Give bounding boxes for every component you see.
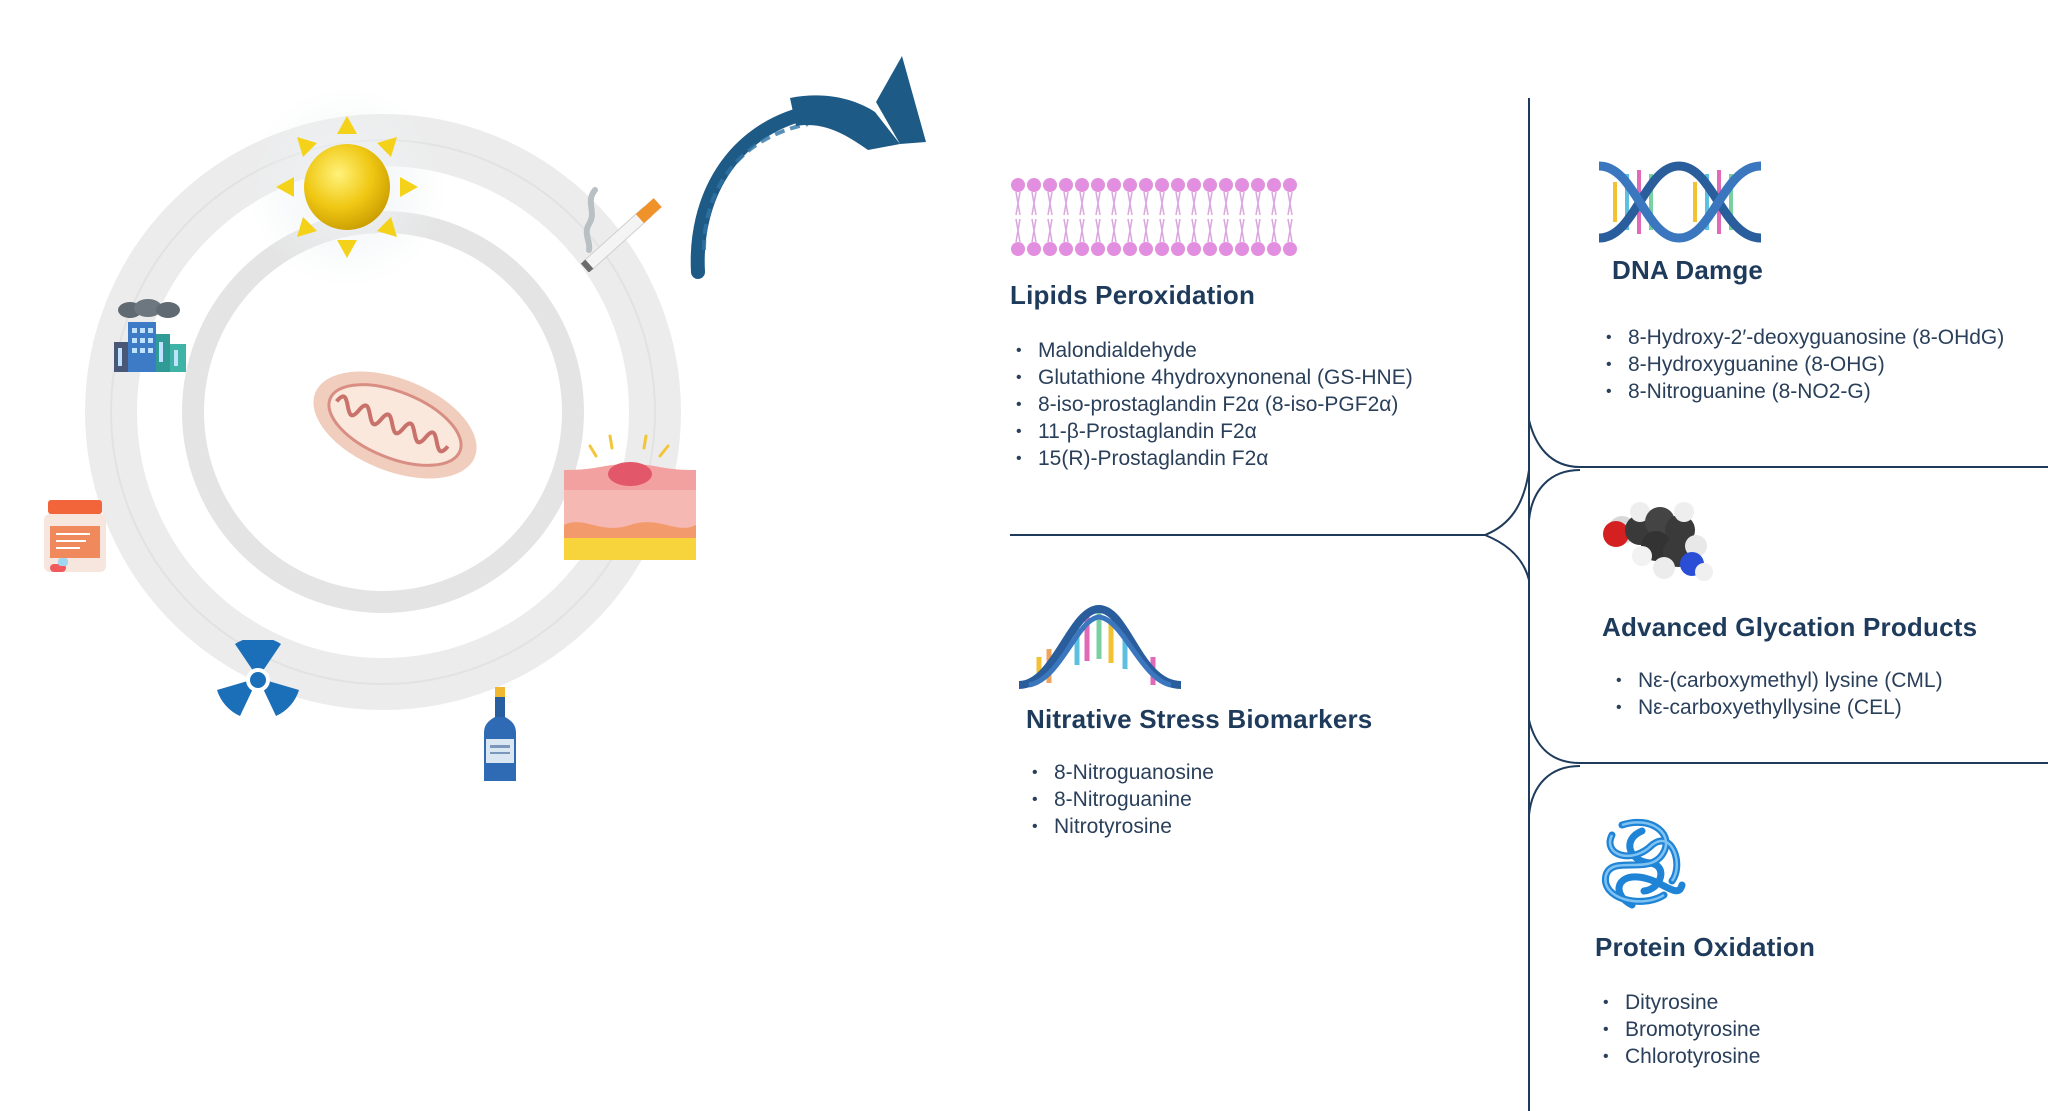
protein-section: Protein Oxidation Dityrosine Bromotyrosi… xyxy=(1595,932,2035,1070)
dna-wave-icon xyxy=(1018,605,1182,689)
list-item: 8-Nitroguanine (8-NO2-G) xyxy=(1600,378,2048,405)
nitrative-section: Nitrative Stress Biomarkers 8-Nitroguano… xyxy=(1026,704,1486,840)
lipid-bilayer-icon xyxy=(1011,178,1297,256)
nitrative-title: Nitrative Stress Biomarkers xyxy=(1026,704,1373,734)
list-item: 8-Hydroxy-2′-deoxyguanosine (8-OHdG) xyxy=(1600,324,2048,351)
lipids-title: Lipids Peroxidation xyxy=(1010,280,1256,310)
lipids-list: Malondialdehyde Glutathione 4hydroxynone… xyxy=(1010,337,1490,472)
list-item: Malondialdehyde xyxy=(1010,337,1490,364)
protein-title: Protein Oxidation xyxy=(1595,932,1816,962)
list-item: 8-Nitroguanosine xyxy=(1026,759,1486,786)
list-item: 15(R)-Prostaglandin F2α xyxy=(1010,445,1490,472)
list-item: 8-iso-prostaglandin F2α (8-iso-PGF2α) xyxy=(1010,391,1490,418)
lipids-section: Lipids Peroxidation Malondialdehyde Glut… xyxy=(1010,280,1490,472)
dna-helix-icon xyxy=(1598,161,1762,243)
sun-icon xyxy=(247,87,447,287)
glycation-list: Nε-(carboxymethyl) lysine (CML) Nε-carbo… xyxy=(1610,667,2042,721)
dna-title: DNA Damge xyxy=(1612,255,1764,285)
skin-inflammation-icon xyxy=(564,434,696,560)
list-item: Chlorotyrosine xyxy=(1597,1043,2035,1070)
dna-list: 8-Hydroxy-2′-deoxyguanosine (8-OHdG) 8-H… xyxy=(1600,324,2048,405)
list-item: Nitrotyrosine xyxy=(1026,813,1486,840)
list-item: 8-Hydroxyguanine (8-OHG) xyxy=(1600,351,2048,378)
flow-arrow xyxy=(690,56,926,279)
list-item: Dityrosine xyxy=(1597,989,2035,1016)
cigarette-icon xyxy=(580,187,662,272)
factory-icon xyxy=(114,299,186,372)
list-item: 8-Nitroguanine xyxy=(1026,786,1486,813)
list-item: Nε-carboxyethyllysine (CEL) xyxy=(1610,694,2042,721)
radiation-icon xyxy=(217,640,299,716)
list-item: Glutathione 4hydroxynonenal (GS-HNE) xyxy=(1010,364,1490,391)
molecule-icon xyxy=(1603,502,1713,581)
list-item: Nε-(carboxymethyl) lysine (CML) xyxy=(1610,667,2042,694)
list-item: Bromotyrosine xyxy=(1597,1016,2035,1043)
mitochondria-icon xyxy=(313,371,477,479)
alcohol-bottle-icon xyxy=(484,687,516,781)
dna-section: DNA Damge 8-Hydroxy-2′-deoxyguanosine (8… xyxy=(1606,255,2048,405)
glycation-title: Advanced Glycation Products xyxy=(1602,612,1978,642)
protein-list: Dityrosine Bromotyrosine Chlorotyrosine xyxy=(1597,989,2035,1070)
glycation-section: Advanced Glycation Products Nε-(carboxym… xyxy=(1602,612,2042,721)
nitrative-list: 8-Nitroguanosine 8-Nitroguanine Nitrotyr… xyxy=(1026,759,1486,840)
list-item: 11-β-Prostaglandin F2α xyxy=(1010,418,1490,445)
protein-icon xyxy=(1602,818,1686,909)
medication-icon xyxy=(44,500,106,572)
